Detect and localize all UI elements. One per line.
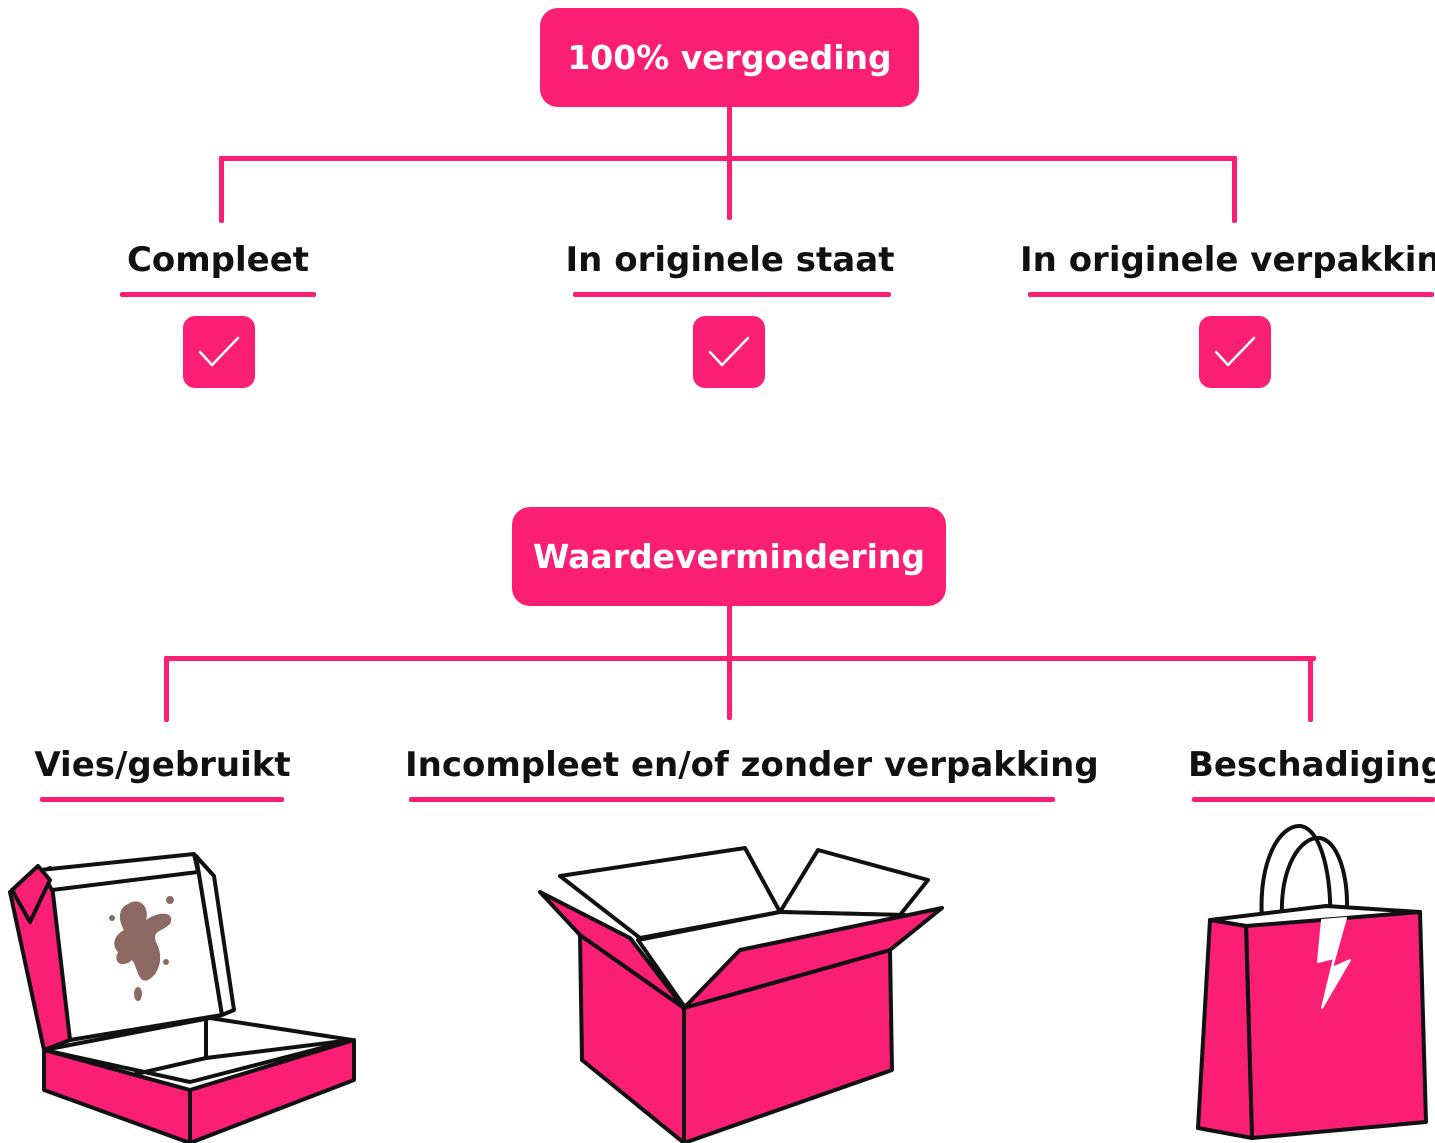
top-item-underline (573, 292, 891, 297)
top-branch-right (1232, 156, 1237, 223)
bottom-item-label-incompleet: Incompleet en/of zonder verpakking (405, 745, 1099, 785)
bottom-branch-right (1308, 656, 1313, 722)
top-item-label-compleet: Compleet (126, 240, 310, 280)
bottom-root-node: Waardevermindering (512, 507, 946, 606)
top-branch-bar (219, 156, 1237, 161)
bottom-branch-bar (164, 656, 1316, 661)
check-icon (693, 316, 765, 388)
top-item-label-originele-verpakking: In originele verpakking (1020, 240, 1435, 280)
torn-bag-icon (1196, 823, 1428, 1140)
top-item-label-originele-staat: In originele staat (565, 240, 895, 280)
bottom-branch-left (164, 656, 169, 722)
top-item-underline (120, 292, 316, 297)
top-stem (727, 105, 732, 220)
bottom-root-title: Waardevermindering (532, 537, 926, 576)
bottom-stem (727, 604, 732, 720)
top-item-underline (1028, 292, 1434, 297)
bottom-item-underline (1192, 797, 1435, 802)
check-icon (1199, 316, 1271, 388)
stained-box-icon (8, 852, 356, 1143)
open-box-icon (538, 846, 944, 1143)
top-root-node: 100% vergoeding (540, 8, 919, 107)
check-icon (183, 316, 255, 388)
bottom-item-label-vies: Vies/gebruikt (34, 745, 291, 785)
bottom-item-label-beschadiging: Beschadiging (1188, 745, 1435, 785)
top-root-title: 100% vergoeding (567, 38, 892, 77)
bottom-item-underline (409, 797, 1055, 802)
top-branch-left (219, 156, 224, 223)
bottom-item-underline (40, 797, 284, 802)
